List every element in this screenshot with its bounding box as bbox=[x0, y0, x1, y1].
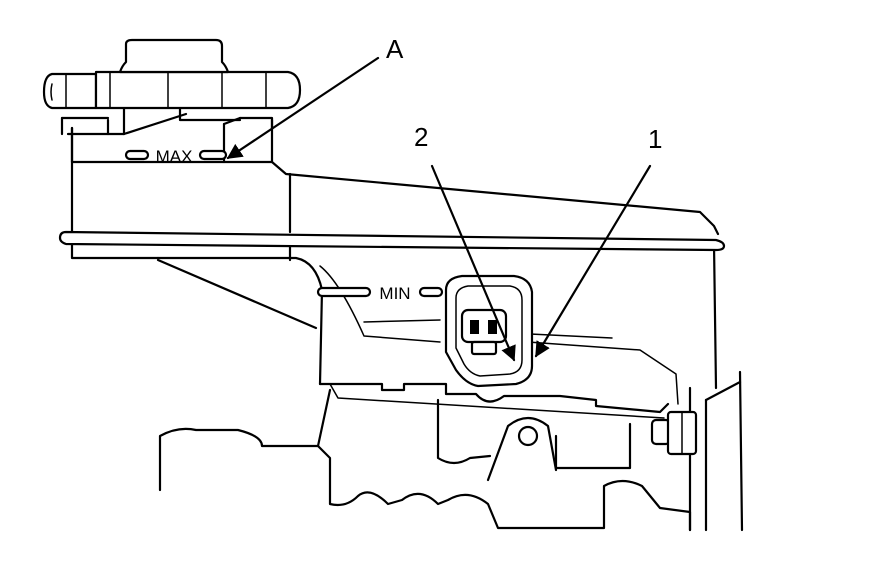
callout-1-label: 1 bbox=[648, 124, 662, 154]
callout-a-label: A bbox=[386, 34, 404, 64]
mounting-hole bbox=[517, 425, 539, 447]
connector-pin-left bbox=[470, 320, 479, 334]
max-level-marking: MAX bbox=[124, 147, 228, 166]
leader-2 bbox=[430, 164, 516, 362]
reservoir-base bbox=[318, 382, 670, 419]
callout-leaders bbox=[226, 56, 652, 362]
reservoir-tank bbox=[58, 126, 726, 405]
fluid-level-sensor-connector bbox=[444, 274, 534, 388]
callout-2-label: 2 bbox=[414, 122, 428, 152]
mounting-boss bbox=[486, 416, 558, 482]
leader-a bbox=[226, 56, 380, 160]
min-label: MIN bbox=[379, 284, 410, 303]
max-label: MAX bbox=[156, 147, 193, 166]
connector-pin-right bbox=[488, 320, 497, 334]
master-cylinder-body bbox=[158, 370, 744, 532]
mounting-bolt bbox=[650, 410, 698, 456]
leader-1 bbox=[534, 164, 652, 358]
reservoir-cap bbox=[42, 38, 302, 164]
min-level-marking: MIN bbox=[316, 284, 444, 303]
